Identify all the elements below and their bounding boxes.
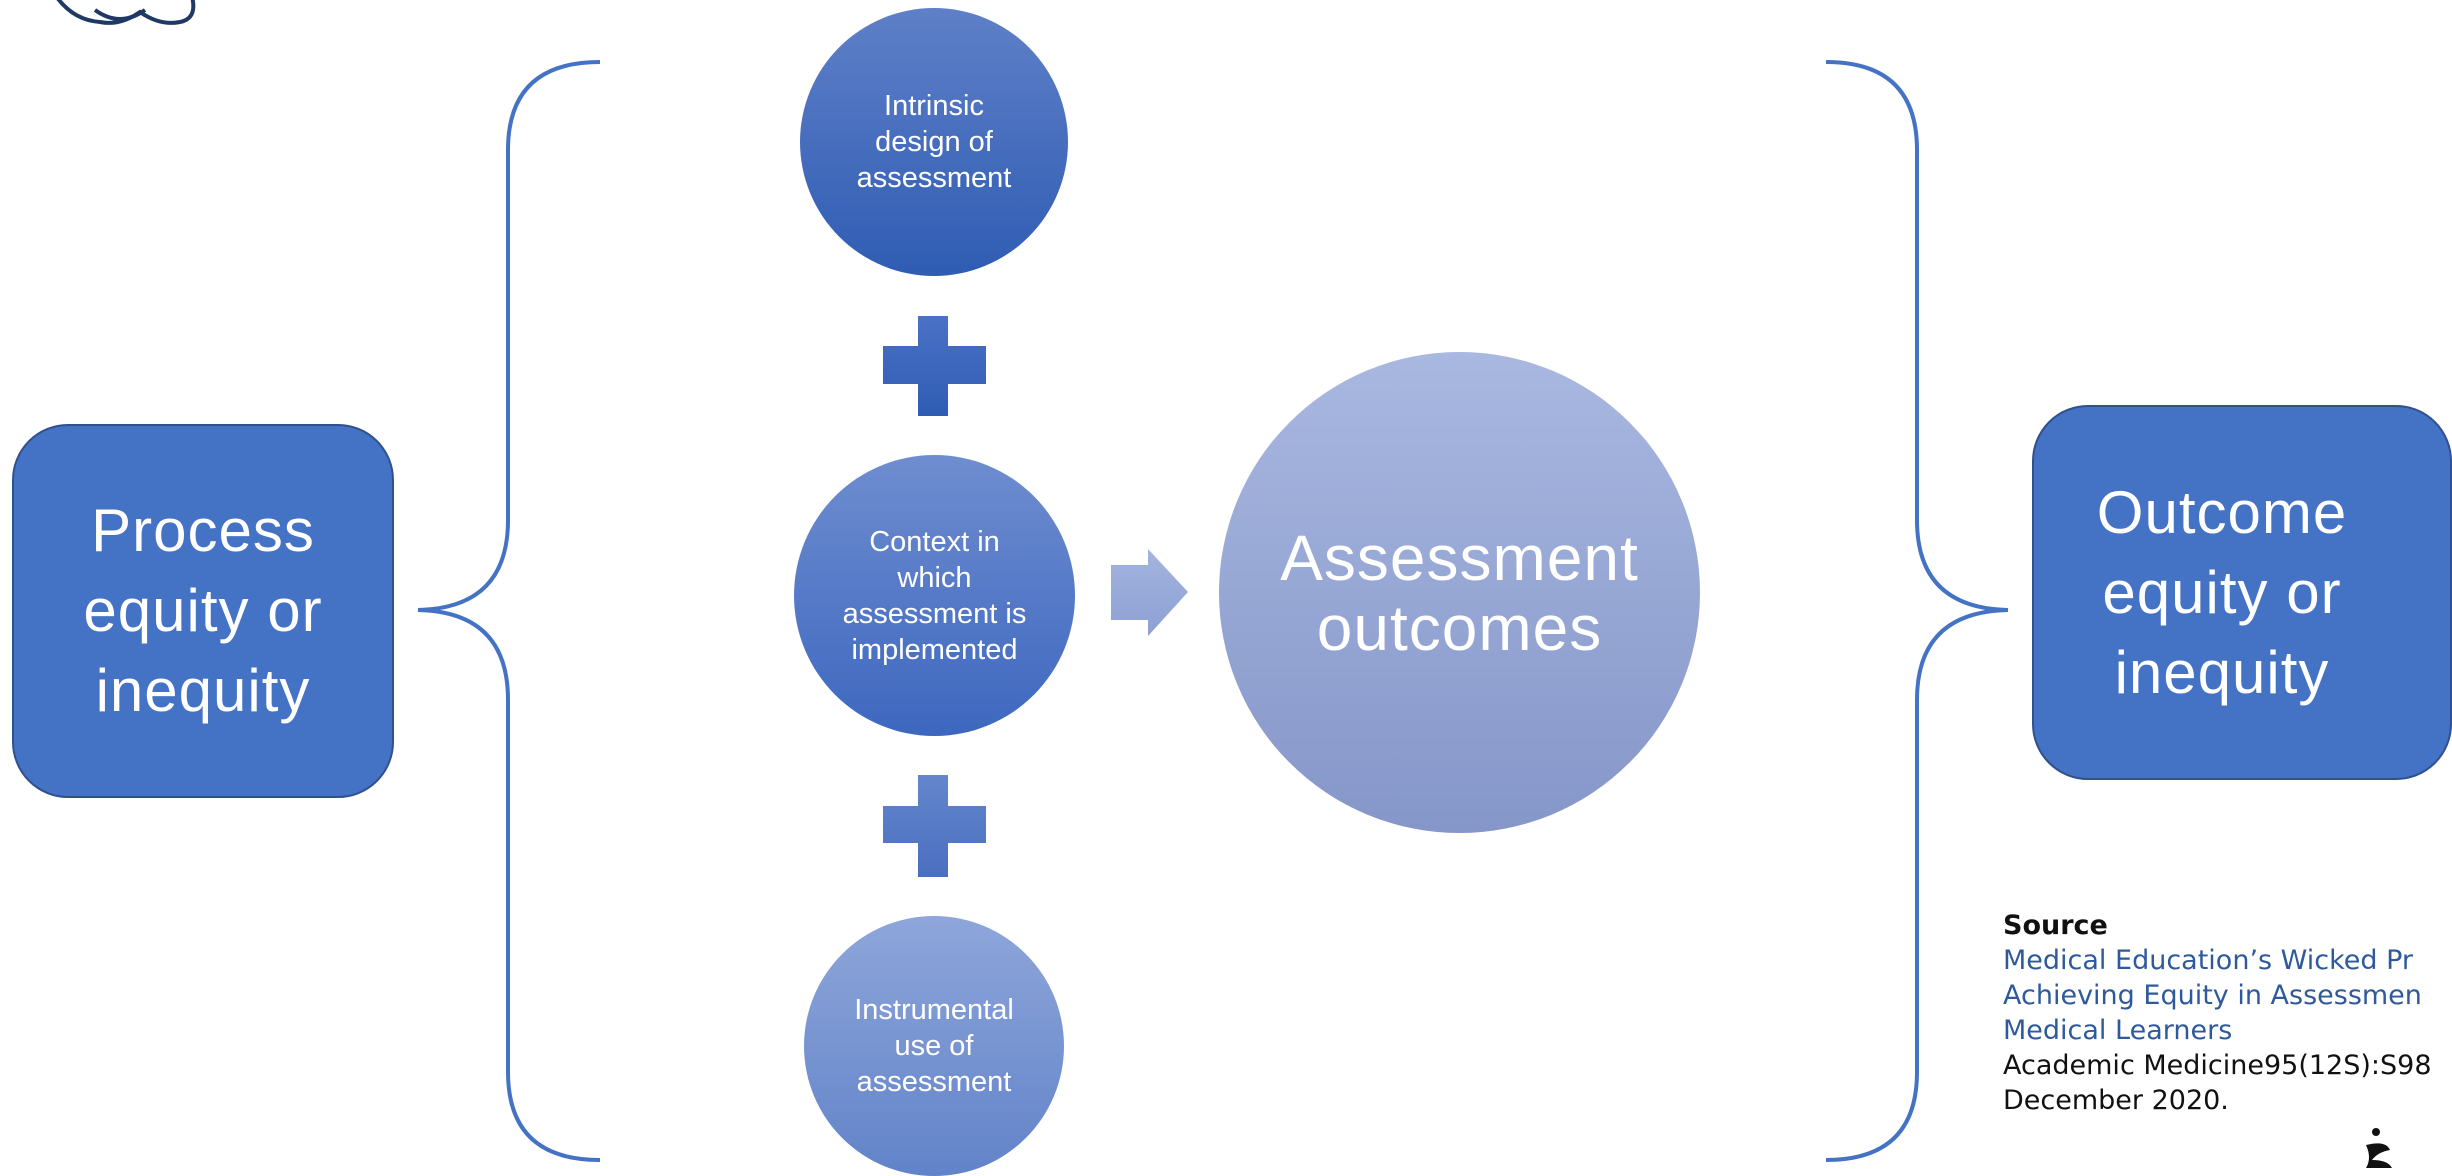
source-citation: Source Medical Education’s Wicked Pr Ach… bbox=[2003, 908, 2432, 1118]
publisher-logo-icon bbox=[2366, 1128, 2392, 1168]
outcome-equity-box: Outcome equity or inequity bbox=[2032, 405, 2452, 780]
instrumental-use-circle: Instrumental use of assessment bbox=[804, 916, 1064, 1176]
left-bracket bbox=[417, 60, 601, 1162]
lotus-logo-icon bbox=[56, 0, 196, 25]
plus-icon bbox=[883, 775, 986, 877]
process-equity-box: Process equity or inequity bbox=[12, 424, 394, 798]
source-heading: Source bbox=[2003, 910, 2108, 941]
instrumental-use-label: Instrumental use of assessment bbox=[854, 994, 1014, 1098]
assessment-outcomes-circle: Assessment outcomes bbox=[1219, 352, 1700, 833]
source-journal-line: Academic Medicine95(12S):S98 bbox=[2003, 1050, 2432, 1081]
context-label: Context in which assessment is implement… bbox=[842, 525, 1027, 666]
assessment-outcomes-label: Assessment outcomes bbox=[1280, 521, 1639, 664]
process-equity-label: Process equity or inequity bbox=[83, 497, 323, 724]
intrinsic-design-circle: Intrinsic design of assessment bbox=[800, 8, 1068, 276]
source-title-line[interactable]: Achieving Equity in Assessmen bbox=[2003, 980, 2422, 1011]
plus-icon bbox=[883, 316, 986, 416]
diagram-graphics bbox=[56, 0, 2392, 1168]
right-arrow-icon bbox=[1111, 549, 1188, 636]
context-circle: Context in which assessment is implement… bbox=[794, 455, 1075, 736]
intrinsic-design-label: Intrinsic design of assessment bbox=[856, 90, 1012, 194]
outcome-equity-label: Outcome equity or inequity bbox=[2096, 478, 2348, 706]
right-bracket bbox=[1825, 60, 2009, 1162]
source-journal-line: December 2020. bbox=[2003, 1085, 2229, 1116]
source-title-line[interactable]: Medical Education’s Wicked Pr bbox=[2003, 945, 2414, 976]
source-title-line[interactable]: Medical Learners bbox=[2003, 1015, 2233, 1046]
